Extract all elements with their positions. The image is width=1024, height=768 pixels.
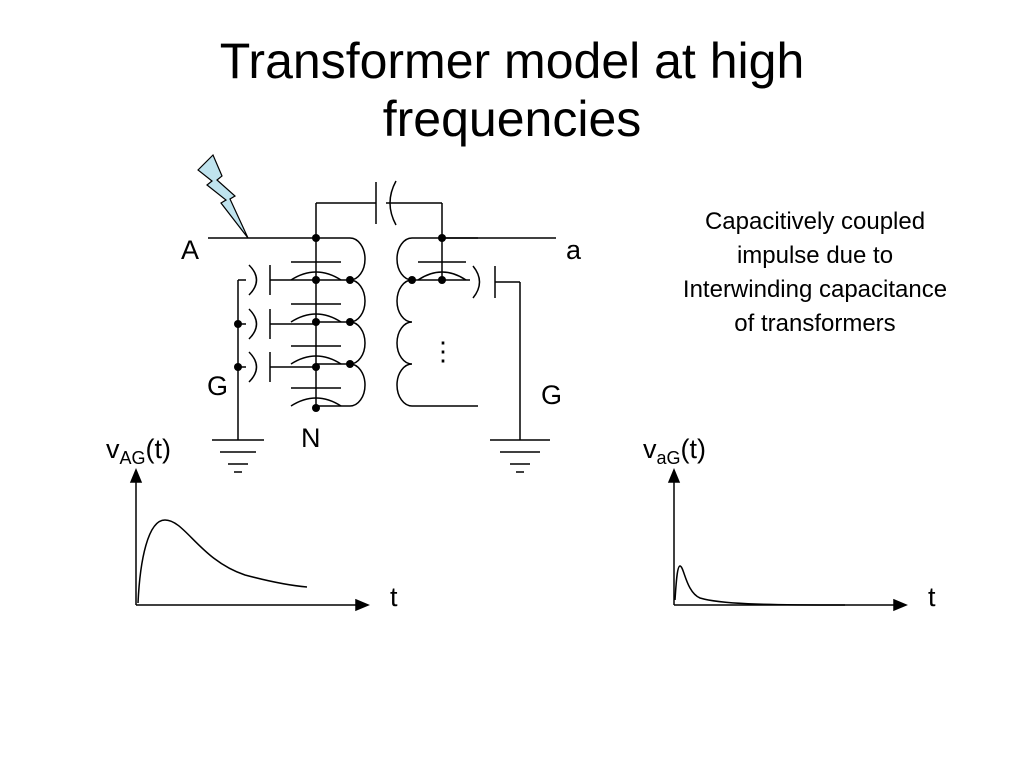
ground-label-left: G (207, 371, 229, 401)
terminal-label-A: A (181, 235, 200, 265)
slide-title: Transformer model at high frequencies (0, 32, 1024, 148)
plot-vAG-y-suffix: (t) (145, 434, 171, 464)
caption-line-1: Capacitively coupled (704, 208, 926, 235)
caption-text: Capacitively coupled impulse due to Inte… (650, 205, 980, 341)
terminal-label-a: a (566, 235, 582, 265)
plot-vAG-y-sub: AG (119, 448, 146, 468)
plot-vAG-x-label: t (390, 582, 398, 612)
caption-line-3: Interwinding capacitance (682, 276, 948, 303)
secondary-winding-coil (396, 237, 478, 407)
plot-vAG-curve (137, 519, 308, 604)
plot-vaG-y-arrow (667, 468, 681, 483)
lightning-bolt-icon (197, 153, 249, 239)
plot-vaG-y-suffix: (t) (680, 434, 706, 464)
plot-vaG-y-main: v (643, 434, 657, 464)
neutral-label-N: N (301, 423, 321, 453)
plot-vaG-y-sub: aG (656, 448, 681, 468)
plot-vAG (129, 468, 370, 612)
primary-ground-capacitors (237, 264, 316, 440)
slide-title-line-2: frequencies (382, 91, 642, 147)
secondary-ground-capacitor (442, 265, 521, 440)
plot-vAG-y-arrow (129, 468, 143, 483)
plot-vAG-x-arrow (355, 598, 370, 612)
ground-symbol-right (490, 439, 550, 473)
plot-vaG-curve (674, 565, 846, 606)
slide-title-line-1: Transformer model at high (219, 33, 805, 89)
continuation-dots: ⋮ (430, 336, 456, 366)
plot-vaG (667, 468, 908, 612)
ground-label-right: G (541, 380, 563, 410)
caption-line-2: impulse due to (736, 242, 894, 269)
plot-vaG-y-label: vaG(t) (643, 434, 706, 473)
interwinding-capacitor (315, 180, 443, 238)
plot-vAG-y-label: vAG(t) (106, 434, 171, 473)
plot-vaG-x-label: t (928, 582, 936, 612)
plot-vaG-x-arrow (893, 598, 908, 612)
plot-vAG-y-main: v (106, 434, 120, 464)
ground-symbol-left (212, 439, 264, 473)
caption-line-4: of transformers (734, 310, 896, 337)
junction-dots (234, 234, 446, 412)
